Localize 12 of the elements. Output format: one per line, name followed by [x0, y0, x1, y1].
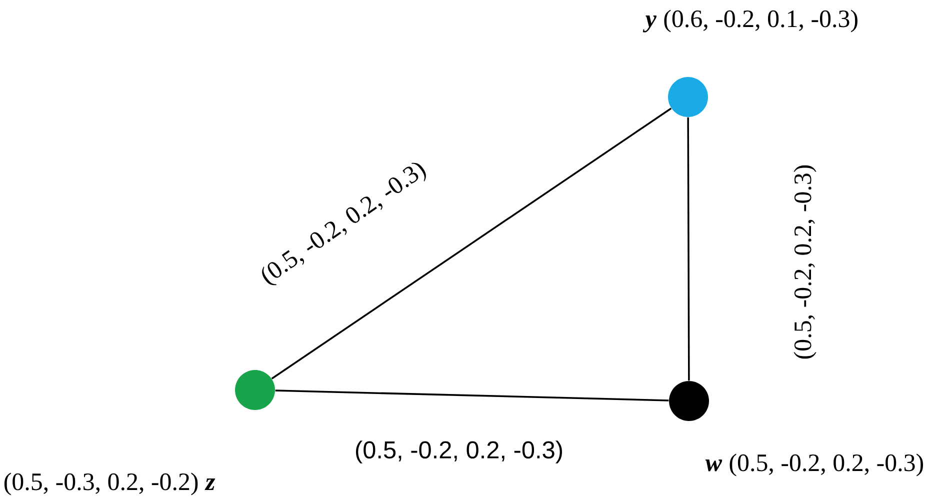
node-label: (0.6, -0.2, 0.1, -0.3) — [664, 10, 858, 32]
node-label: y — [642, 16, 656, 32]
line — [687, 117, 690, 381]
node-label: (0.5, -0.2, 0.2, -0.3) — [730, 454, 923, 476]
edge-label: (0.5, -0.2, 0.2, -0.3) — [792, 162, 818, 362]
node-label: (0.5, -0.3, 0.2, -0.2) — [4, 472, 198, 496]
node-label: w — [705, 460, 722, 472]
line — [271, 108, 672, 380]
node-label: z — [204, 478, 216, 490]
edge-label: (0.5, -0.2, 0.2, -0.3) — [255, 156, 433, 292]
edge-label: (0.5, -0.2, 0.2, -0.3) — [352, 438, 566, 466]
line — [275, 390, 669, 402]
